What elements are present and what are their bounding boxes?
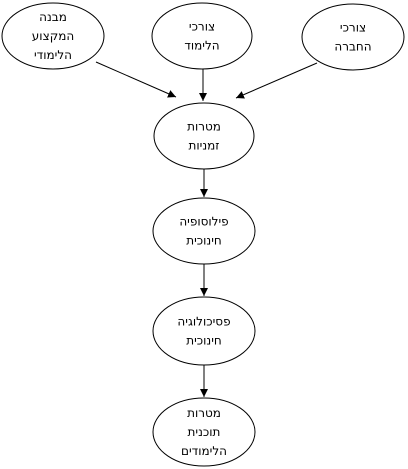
node-label-line: החברה xyxy=(334,40,371,54)
node-label-line: הלימודי xyxy=(34,48,72,62)
arrow-subject-structure-to-provisional-goals xyxy=(95,61,177,98)
node-ellipse xyxy=(152,296,256,366)
node-provisional-goals: מטרות זמניות xyxy=(153,102,255,170)
node-curriculum-goals: מטרות תוכנית הלימודים xyxy=(152,397,256,467)
node-label-line: מטרות xyxy=(187,120,221,134)
node-label-line: חינוכית xyxy=(186,234,222,248)
node-label-line: זמניות xyxy=(189,139,220,153)
node-label-line: הלימוד xyxy=(184,39,219,53)
node-society-needs: צורכי החברה xyxy=(301,3,405,71)
node-label-line: חינוכית xyxy=(186,334,222,348)
node-label-line: צורכי xyxy=(189,20,215,34)
node-label-line: פסיכולוגיה xyxy=(177,315,230,329)
node-label-line: המקצוע xyxy=(32,29,74,43)
node-label-line: הלימודים xyxy=(181,444,227,458)
node-label-line: פילוסופיה xyxy=(179,215,228,229)
node-ellipse xyxy=(153,102,255,170)
edges-layer xyxy=(95,61,318,397)
node-educational-psychology: פסיכולוגיה חינוכית xyxy=(152,296,256,366)
node-label-line: צורכי xyxy=(340,21,366,35)
node-ellipse xyxy=(301,3,405,71)
node-ellipse xyxy=(1,2,105,70)
node-ellipse xyxy=(151,2,253,70)
arrow-society-needs-to-provisional-goals xyxy=(235,62,318,99)
node-ellipse xyxy=(152,397,256,467)
node-educational-philosophy: פילוסופיה חינוכית xyxy=(152,197,256,265)
node-label-line: מטרות xyxy=(187,406,221,420)
node-learner-needs: צורכי הלימוד xyxy=(151,2,253,70)
node-subject-structure: מבנה המקצוע הלימודי xyxy=(1,2,105,70)
node-ellipse xyxy=(152,197,256,265)
node-label-line: מבנה xyxy=(39,10,67,24)
node-label-line: תוכנית xyxy=(188,425,221,439)
